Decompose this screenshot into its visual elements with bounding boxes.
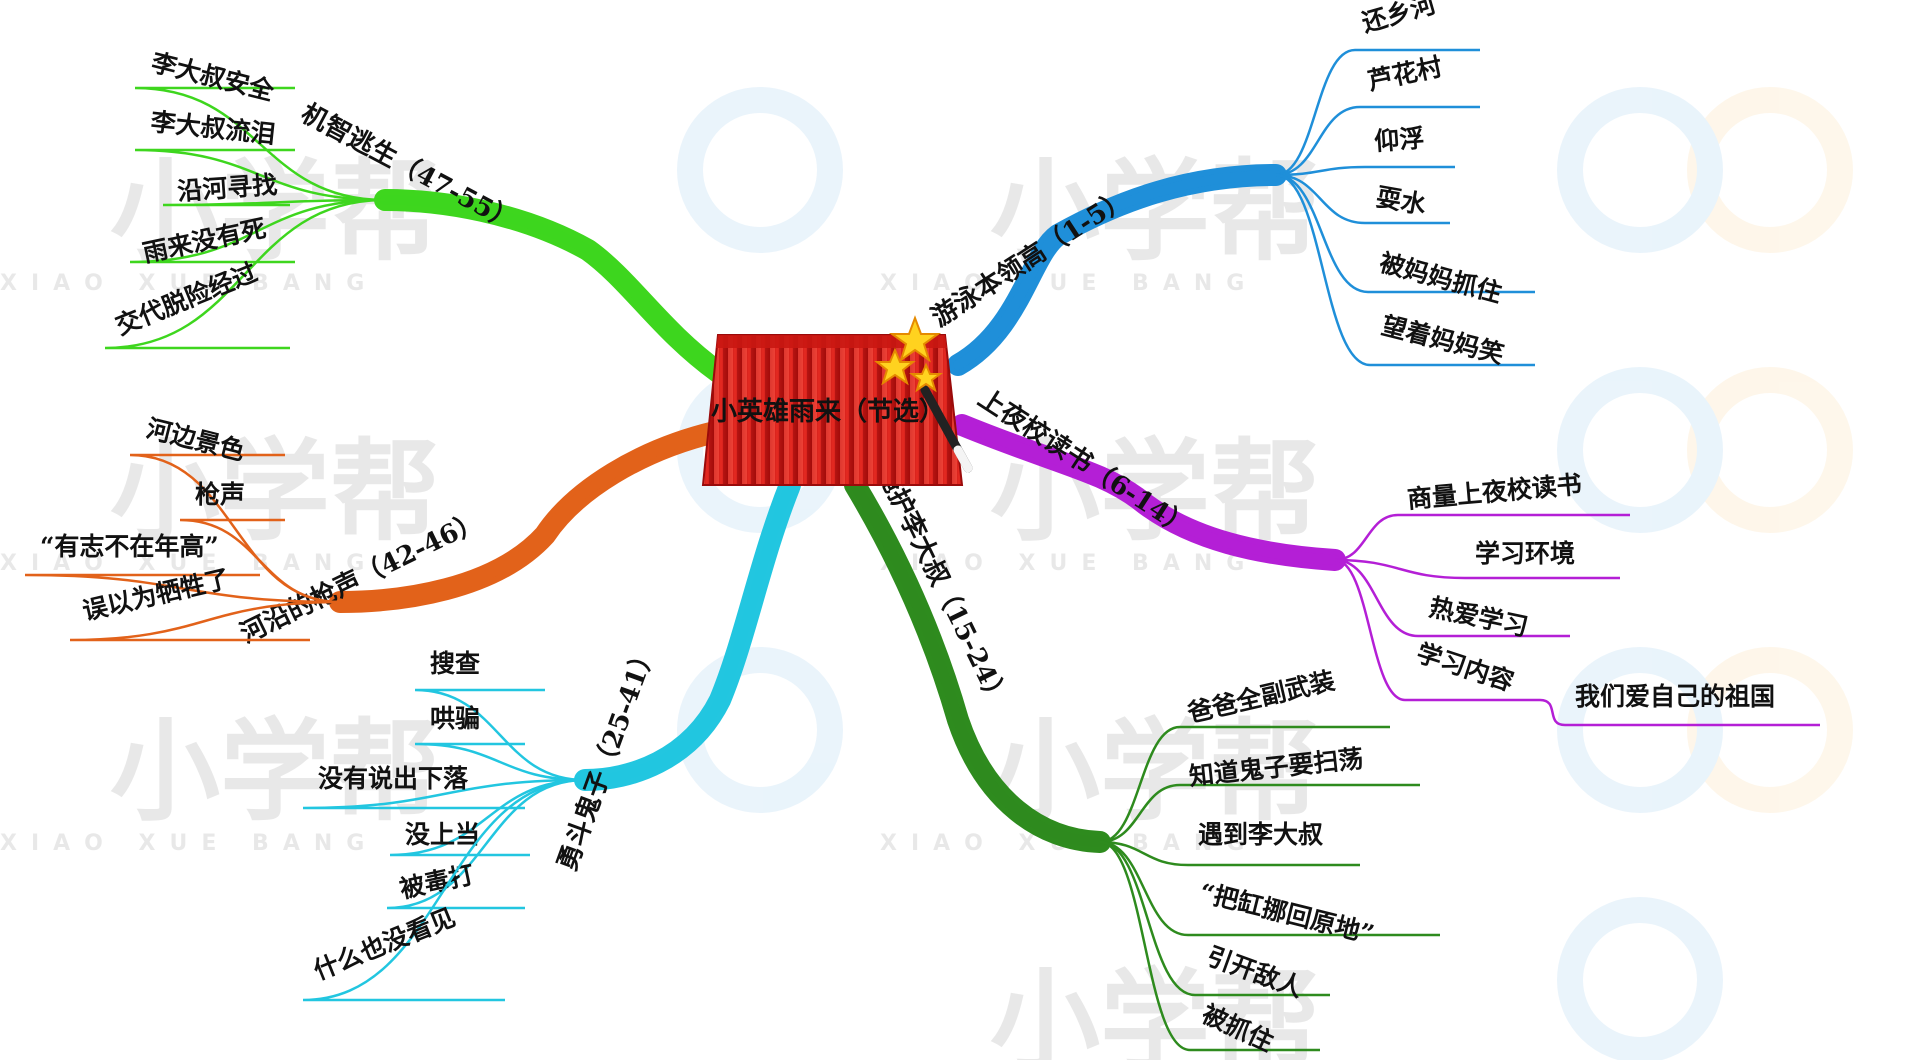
leaf-connector — [1275, 173, 1450, 225]
leaf-connector — [1099, 840, 1360, 867]
leaf-label: “把缸挪回原地” — [1197, 878, 1377, 949]
leaf-connector — [1334, 558, 1570, 638]
leaf-label: 遇到李大叔 — [1198, 820, 1324, 849]
leaf-label: 李大叔安全 — [149, 48, 278, 107]
leaf-connector — [1099, 840, 1330, 997]
leaf-label: 搜查 — [430, 649, 480, 678]
leaf-node[interactable]: “有志不在年高” — [24, 532, 341, 604]
curtain-top — [716, 335, 947, 348]
leaf-node[interactable]: 芦花村 — [1275, 52, 1480, 177]
branch-trunk-highlight — [380, 195, 723, 377]
leaf-connector — [1099, 725, 1390, 844]
leaf-connector — [414, 688, 586, 782]
leaf-connector — [1275, 105, 1480, 177]
leaf-label: 没有说出下落 — [318, 764, 469, 793]
leaf-label: 没上当 — [405, 820, 480, 849]
leaf-connector — [134, 86, 386, 202]
leaf-node[interactable]: 搜查 — [414, 649, 586, 782]
leaf-connector — [1334, 558, 1540, 702]
leaf-label: 枪声 — [195, 480, 245, 509]
leaf-node[interactable]: 遇到李大叔 — [1099, 820, 1360, 867]
leaf-connector — [302, 778, 586, 1002]
magic-wand-stars-icon — [874, 315, 973, 473]
leaf-label: 望着妈妈笑 — [1379, 311, 1507, 369]
leaf-label: 耍水 — [1374, 182, 1429, 219]
leaf-connector — [24, 573, 341, 604]
sub-leaf-connector — [1539, 698, 1820, 727]
leaf-label: 学习环境 — [1475, 539, 1575, 568]
watermark-brand: 小学帮 — [110, 428, 440, 556]
leaf-label: 被妈妈抓住 — [1376, 248, 1504, 308]
watermark-brand: 小学帮 — [110, 148, 440, 276]
watermark-sub: XIAO XUE BANG — [880, 271, 1258, 296]
leaf-label: 什么也没看见 — [309, 902, 459, 985]
leaf-connector — [134, 148, 386, 202]
leaf-connector — [414, 742, 586, 782]
watermark-sub: XIAO XUE BANG — [880, 551, 1258, 576]
leaf-connector — [104, 198, 386, 350]
leaf-connector — [69, 600, 341, 642]
leaf-connector — [1275, 48, 1480, 177]
leaf-connector — [386, 778, 586, 910]
leaf-connector — [1275, 173, 1535, 367]
branch-trunk-highlight — [580, 480, 795, 785]
watermark-brand: 小学帮 — [990, 958, 1320, 1060]
leaf-connector — [162, 198, 386, 207]
leaf-label: 沿河寻找 — [176, 170, 278, 206]
leaf-node[interactable]: 仰浮 — [1275, 124, 1455, 177]
center-title: 小英雄雨来（节选） — [711, 397, 945, 427]
leaf-connector — [1275, 165, 1455, 177]
leaf-node[interactable]: 哄骗 — [414, 704, 586, 782]
leaf-label: 热爱学习 — [1427, 593, 1531, 642]
sub-leaf-node[interactable]: 我们爱自己的祖国 — [1539, 682, 1820, 727]
watermark-sub: XIAO XUE BANG — [0, 271, 378, 296]
leaf-label: 商量上夜校读书 — [1406, 470, 1583, 514]
watermark-sub: XIAO XUE BANG — [0, 551, 378, 576]
leaf-connector — [179, 518, 341, 604]
branch-trunk-highlight — [335, 427, 720, 607]
leaf-label: 仰浮 — [1373, 124, 1425, 156]
watermark-brand: 小学帮 — [990, 708, 1320, 836]
leaf-connector — [302, 778, 586, 810]
watermark-brand: 小学帮 — [110, 708, 440, 836]
leaf-connector — [1099, 783, 1420, 844]
leaf-connector — [1334, 558, 1620, 580]
leaf-connector — [1099, 840, 1320, 1052]
leaf-label: 芦花村 — [1365, 52, 1444, 96]
leaf-connector — [1334, 513, 1630, 562]
leaf-connector — [129, 198, 386, 264]
leaf-label: 学习内容 — [1413, 638, 1517, 696]
leaf-node[interactable]: 没有说出下落 — [302, 764, 586, 810]
leaf-node[interactable]: 沿河寻找 — [162, 170, 386, 207]
watermark-sub: XIAO XUE BANG — [0, 831, 378, 856]
leaf-label: 还乡河 — [1359, 0, 1439, 38]
sub-leaf-label: 我们爱自己的祖国 — [1575, 682, 1775, 711]
leaf-label: “有志不在年高” — [40, 532, 219, 561]
leaf-connector — [1275, 173, 1535, 294]
leaf-node[interactable]: 学习环境 — [1334, 539, 1620, 580]
center-node[interactable]: 小英雄雨来（节选） — [701, 315, 973, 486]
leaf-label: 李大叔流泪 — [149, 107, 276, 149]
leaf-label: 哄骗 — [430, 704, 480, 733]
leaf-label: 被毒打 — [397, 860, 476, 904]
branch-trunk-highlight — [957, 420, 1340, 565]
branch-trunk-highlight — [850, 480, 1105, 847]
branch-trunk-highlight — [953, 170, 1281, 370]
leaf-node[interactable]: 枪声 — [179, 480, 341, 604]
